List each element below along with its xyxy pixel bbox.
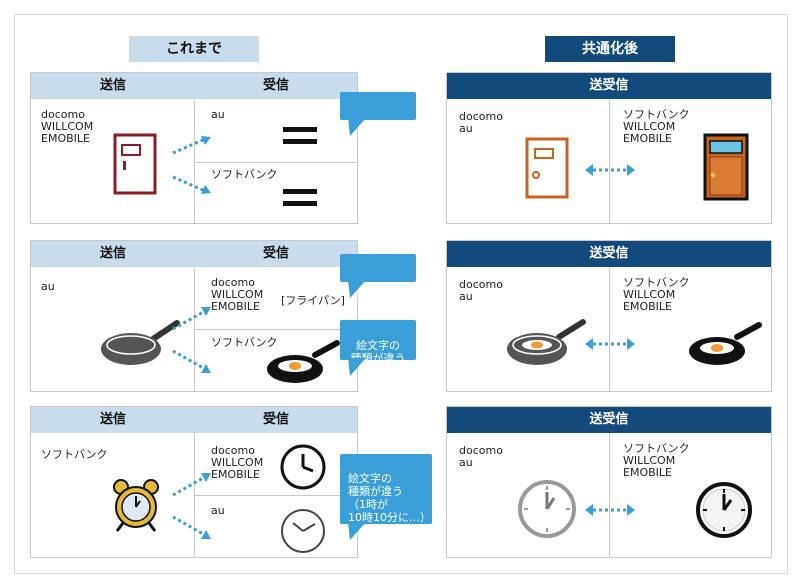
sender-label: au <box>41 280 55 293</box>
recv-header: 受信 <box>195 73 357 99</box>
fried-egg-pan-icon <box>267 340 340 383</box>
receiver-label: au <box>211 504 225 517</box>
after-panel-3: 送受信 docomo au ソフトバンク WILLCOM EMOBILE <box>446 406 772 558</box>
arrow-icon <box>172 136 211 194</box>
wall-clock-icon <box>696 482 752 538</box>
door-icon <box>703 133 749 201</box>
receiver-label: au <box>211 108 225 121</box>
sendrecv-header: 送受信 <box>447 407 771 433</box>
callout-tail <box>348 280 366 298</box>
receiver-label: docomo WILLCOM EMOBILE <box>211 276 264 313</box>
sendrecv-header: 送受信 <box>447 73 771 99</box>
door-icon <box>525 137 569 199</box>
callout: 絵文字の 種類が違う （1時が 10時10分に…） <box>340 454 432 524</box>
inline-note: [フライパン] <box>281 294 345 307</box>
callout: 絵文字の 種類が違う <box>340 320 416 365</box>
fried-egg-pan-icon <box>507 319 586 365</box>
equals-icon <box>283 127 317 144</box>
right-label: ソフトバンク WILLCOM EMOBILE <box>623 108 690 145</box>
header-after: 共通化後 <box>545 36 675 62</box>
callout-tail <box>348 522 366 540</box>
before-panel-3: 送信 受信 ソフトバンク docomo WILLCOM EMOBILE au <box>30 406 358 558</box>
arrow-icon <box>172 307 211 373</box>
wall-clock-icon <box>281 509 325 553</box>
before-panel-1: 送信 受信 docomo WILLCOM EMOBILE au ソフトバンク <box>30 72 358 224</box>
left-label: docomo au <box>459 444 503 469</box>
figure-frame <box>14 14 788 574</box>
alarm-clock-icon <box>113 479 159 532</box>
door-icon <box>113 133 157 195</box>
callout-tail <box>348 118 366 136</box>
sender-label: ソフトバンク <box>41 448 108 461</box>
receiver-label: docomo WILLCOM EMOBILE <box>211 444 264 481</box>
before-panel-2: 送信 受信 au docomo WILLCOM EMOBILE [フライパン] … <box>30 240 358 392</box>
right-label: ソフトバンク WILLCOM EMOBILE <box>623 276 690 313</box>
receiver-label: ソフトバンク <box>211 168 278 181</box>
callout: 文字で表示 <box>340 254 416 302</box>
arrow-icon <box>585 164 635 176</box>
send-header: 送信 <box>31 407 195 433</box>
left-label: docomo au <box>459 110 503 135</box>
wall-clock-icon <box>280 444 326 490</box>
header-before: これまで <box>129 36 259 62</box>
recv-header: 受信 <box>195 241 357 267</box>
send-header: 送信 <box>31 241 195 267</box>
arrow-icon <box>585 338 635 350</box>
after-panel-1: 送受信 docomo au ソフトバンク WILLCOM EMOBILE <box>446 72 772 224</box>
callout-tail <box>348 358 366 376</box>
wall-clock-icon <box>518 480 576 538</box>
arrow-icon <box>172 473 211 539</box>
send-header: 送信 <box>31 73 195 99</box>
right-label: ソフトバンク WILLCOM EMOBILE <box>623 442 690 479</box>
recv-header: 受信 <box>195 407 357 433</box>
equals-icon <box>283 189 317 206</box>
left-label: docomo au <box>459 278 503 303</box>
callout: ＝で表示 <box>340 92 416 140</box>
receiver-label: ソフトバンク <box>211 336 278 349</box>
arrow-icon <box>585 504 635 516</box>
sender-label: docomo WILLCOM EMOBILE <box>41 108 94 145</box>
fried-egg-pan-icon <box>689 322 762 365</box>
sendrecv-header: 送受信 <box>447 241 771 267</box>
after-panel-2: 送受信 docomo au ソフトバンク WILLCOM EMOBILE <box>446 240 772 392</box>
frying-pan-icon <box>101 320 180 365</box>
